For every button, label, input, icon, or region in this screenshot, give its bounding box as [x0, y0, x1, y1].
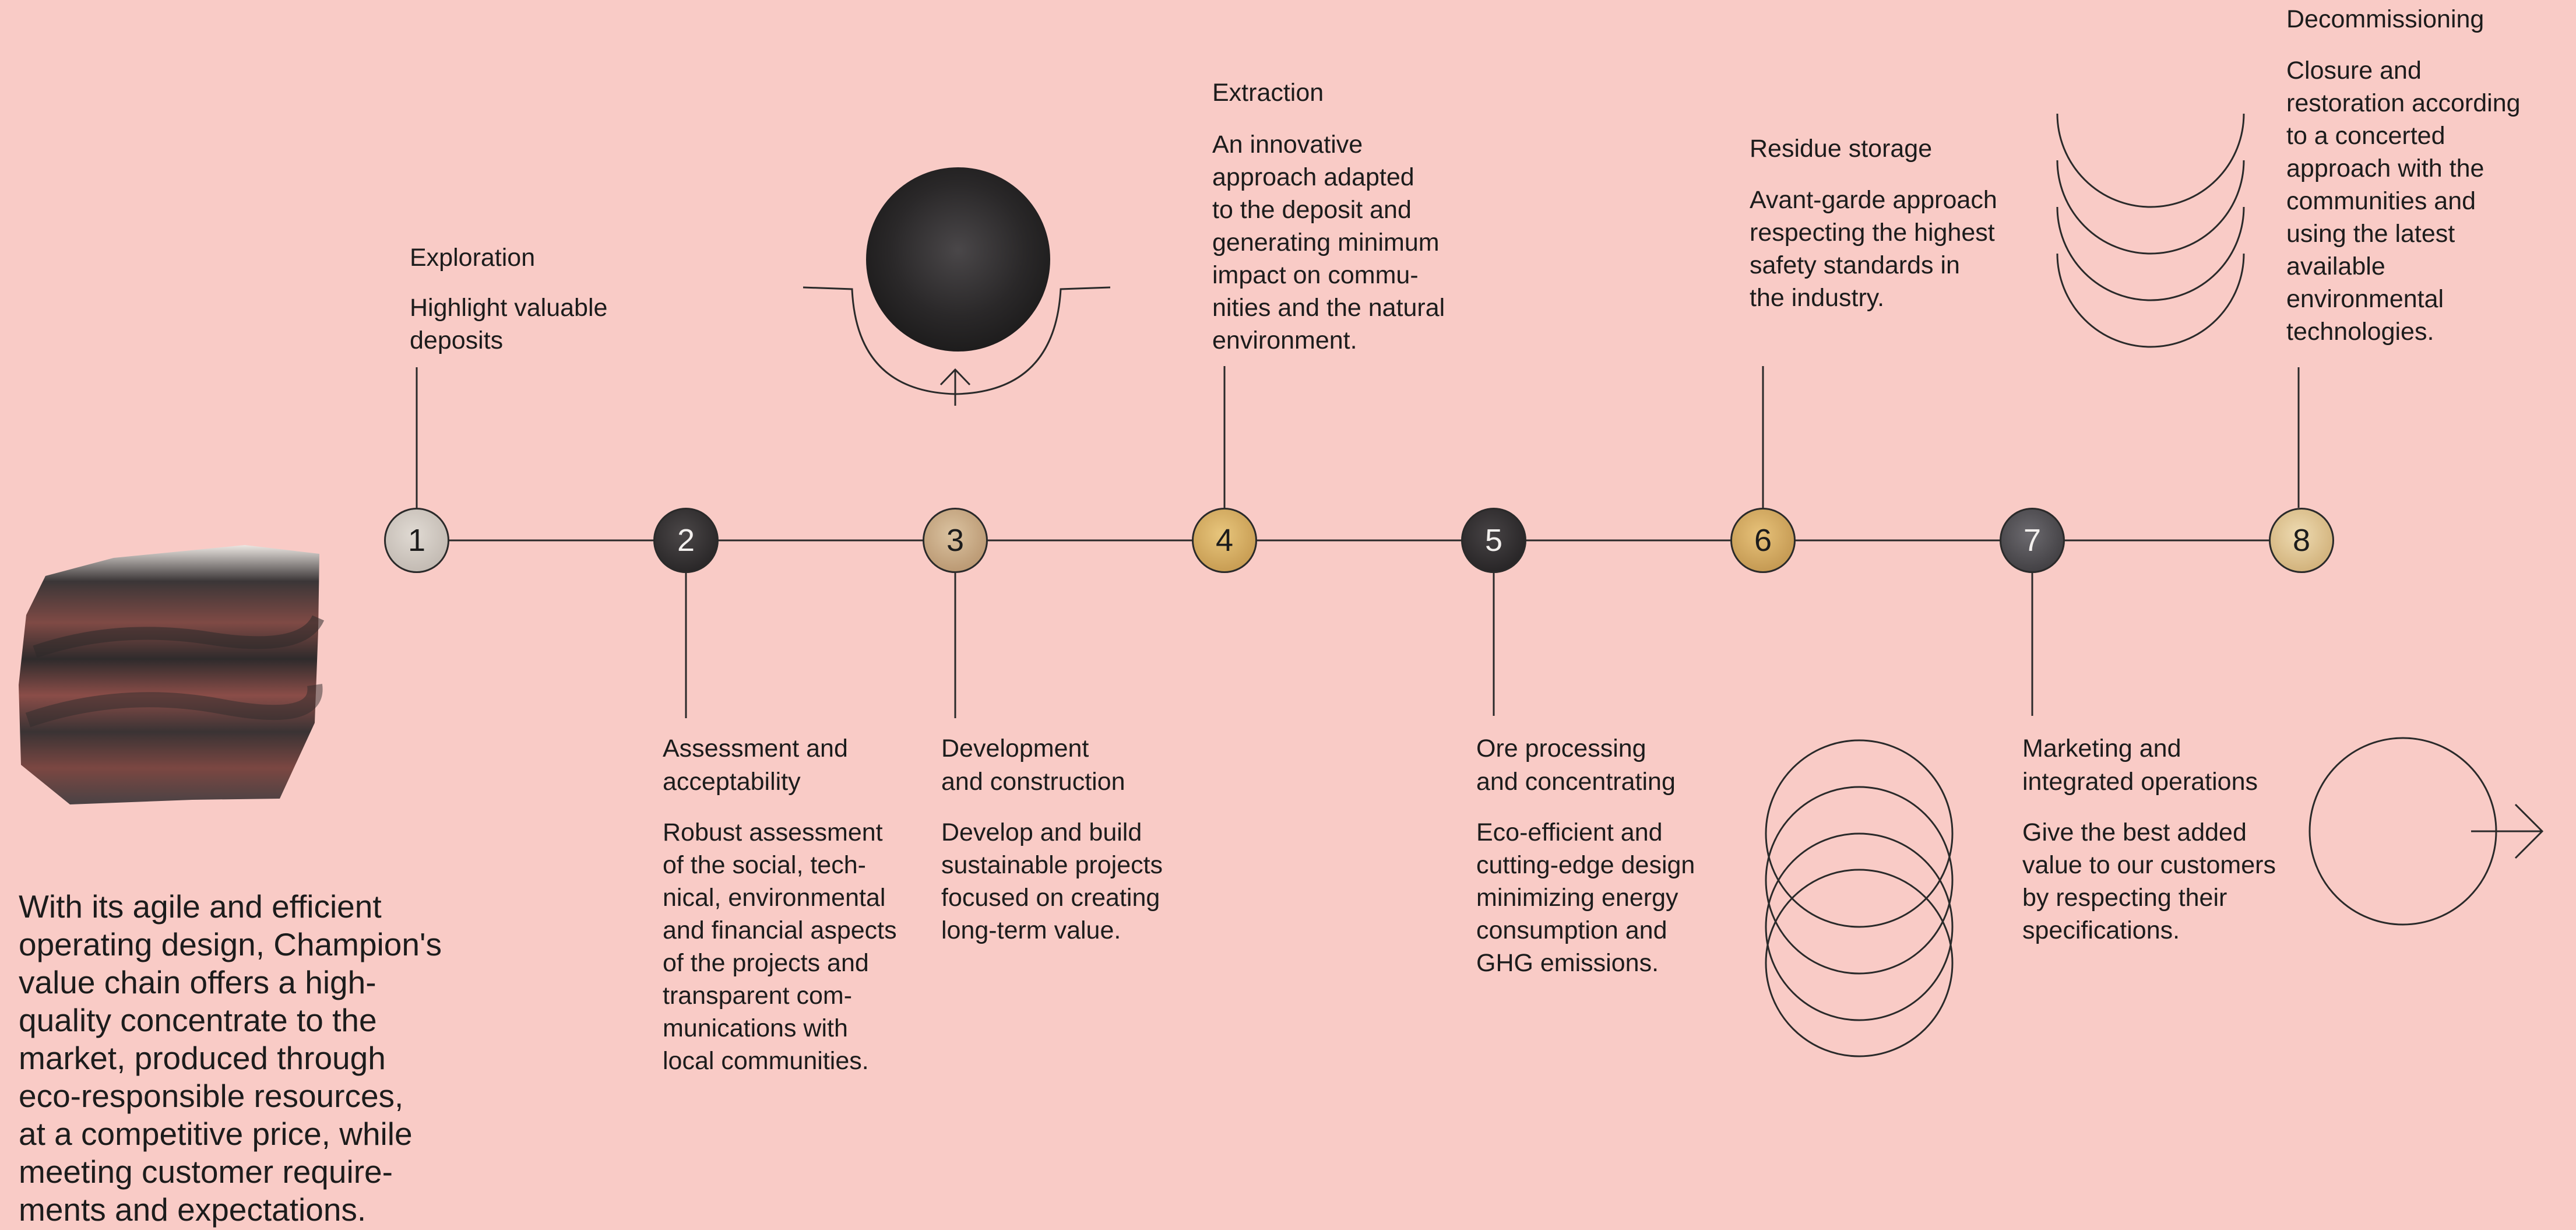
stage-desc-marketing: Give the best added value to our custome…: [2022, 818, 2276, 944]
stage-desc-decommissioning: Closure and restoration according to a c…: [2286, 57, 2521, 346]
stage-node-7: 7: [2000, 508, 2065, 573]
stage-number: 4: [1215, 523, 1234, 558]
stage-number: 1: [407, 523, 426, 558]
stage-title-exploration: Exploration: [410, 244, 536, 272]
stage-node-5: 5: [1461, 508, 1526, 573]
stage-desc-assessment: Robust assessment of the social, tech- n…: [663, 818, 897, 1075]
stage-title-extraction: Extraction: [1212, 79, 1324, 107]
decommissioning-icon: [2056, 113, 2245, 348]
marketing-arrow-icon: [2308, 737, 2544, 926]
stage-title-decommissioning: Decommissioning: [2286, 5, 2484, 33]
stage-number: 5: [1484, 523, 1503, 558]
intro-paragraph: With its agile and efficient operating d…: [19, 888, 442, 1228]
stage-title-assessment: Assessment and acceptability: [663, 735, 848, 796]
stage-node-1: 1: [384, 508, 449, 573]
stage-number: 7: [2023, 523, 2042, 558]
stage-title-residue-storage: Residue storage: [1750, 135, 1933, 163]
stage-title-marketing: Marketing and integrated operations: [2022, 735, 2258, 796]
stage-number: 8: [2292, 523, 2311, 558]
stage-desc-development: Develop and build sustainable projects f…: [941, 818, 1163, 944]
stage-number: 6: [1754, 523, 1772, 558]
stage-node-6: 6: [1730, 508, 1796, 573]
stage-title-development: Development and construction: [941, 735, 1125, 796]
stage-number: 3: [946, 523, 965, 558]
stage-title-ore-processing: Ore processing and concentrating: [1476, 735, 1676, 796]
stage-node-3: 3: [923, 508, 988, 573]
stage-node-8: 8: [2269, 508, 2334, 573]
stage-number: 2: [677, 523, 695, 558]
stage-desc-extraction: An innovative approach adapted to the de…: [1212, 131, 1445, 354]
stage-node-4: 4: [1192, 508, 1257, 573]
rock-specimen-image: [19, 545, 325, 804]
development-icon: [803, 167, 1111, 406]
stage-desc-residue-storage: Avant-garde approach respecting the high…: [1750, 186, 1997, 312]
stage-desc-exploration: Highlight valuable deposits: [410, 294, 608, 354]
processing-circles-icon: [1765, 739, 1954, 1057]
stage-node-2: 2: [653, 508, 719, 573]
stage-desc-ore-processing: Eco-efficient and cutting-edge design mi…: [1476, 818, 1695, 977]
